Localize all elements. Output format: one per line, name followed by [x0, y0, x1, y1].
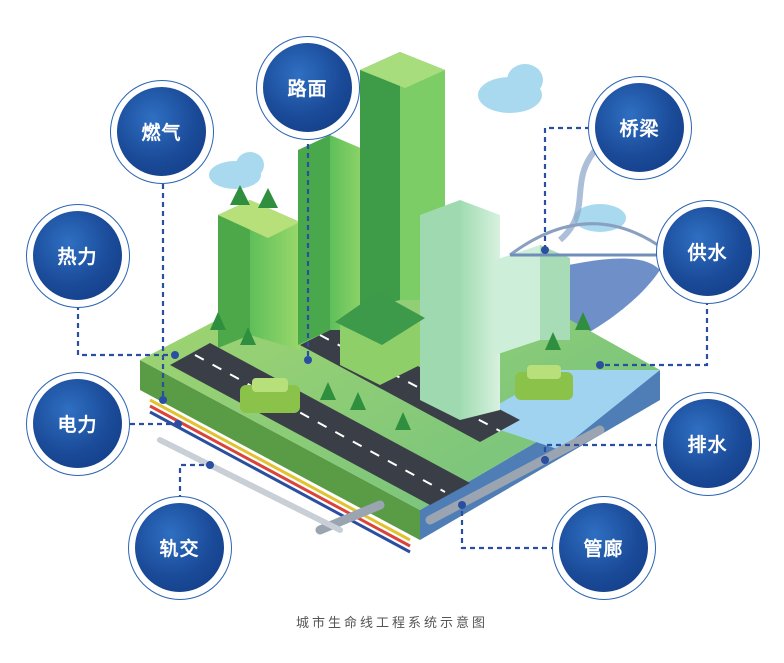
smoke-trail — [557, 142, 603, 243]
building — [495, 245, 570, 355]
city-platform-side — [140, 360, 420, 540]
node-label: 供水 — [687, 242, 728, 264]
node-reli: 热力 — [26, 204, 130, 308]
node-label: 轨交 — [159, 538, 200, 560]
node-label: 路面 — [287, 78, 328, 100]
cloud-icon — [478, 64, 543, 113]
water-area — [470, 370, 660, 450]
metro-train — [157, 437, 343, 533]
car — [240, 378, 300, 413]
node-guanlang: 管廊 — [552, 496, 656, 600]
connector-endpoints — [159, 246, 604, 509]
node-label: 电力 — [57, 414, 98, 436]
figure-caption: 城市生命线工程系统示意图 — [295, 616, 488, 631]
cloud-icon — [209, 152, 264, 189]
node-label: 燃气 — [141, 122, 182, 144]
building — [218, 200, 300, 350]
node-label: 热力 — [57, 246, 98, 268]
house — [335, 292, 425, 385]
node-dianli: 电力 — [26, 372, 130, 476]
node-guijiao: 轨交 — [128, 496, 232, 600]
cable-line — [149, 398, 411, 542]
node-lumian: 路面 — [256, 36, 360, 140]
node-label: 排水 — [687, 434, 728, 456]
road-marking — [194, 354, 446, 493]
node-label: 管廊 — [583, 538, 624, 560]
node-paishui: 排水 — [656, 392, 760, 496]
node-qiaoliang: 桥梁 — [588, 76, 692, 180]
car — [515, 365, 573, 400]
connector-lines — [76, 126, 709, 550]
node-ranqi: 燃气 — [110, 80, 214, 184]
tree-icon — [210, 185, 591, 430]
node-gongshui: 供水 — [656, 200, 760, 304]
bridge — [509, 222, 666, 257]
node-label: 桥梁 — [619, 118, 660, 140]
cable-line — [149, 410, 411, 554]
building — [420, 200, 500, 420]
cable-line — [149, 404, 411, 548]
